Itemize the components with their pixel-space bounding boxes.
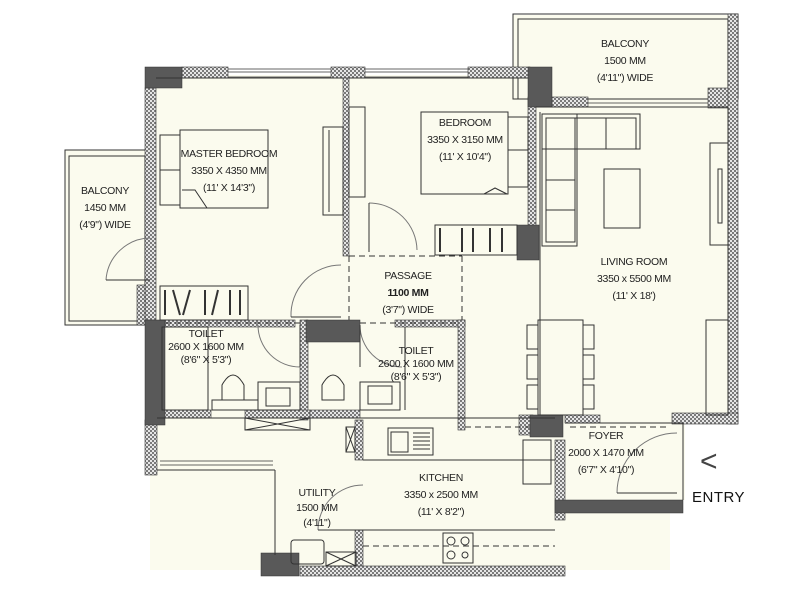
room-name: FOYER (588, 430, 624, 442)
kitchen-fixtures (290, 426, 552, 567)
room-imperial: (4'11") WIDE (596, 72, 654, 84)
room-imperial: (11' X 10'4") (438, 151, 492, 163)
room-size: 3350 x 2500 MM (403, 489, 479, 501)
room-label-balcony-left: BALCONY 1450 MM (4'9") WIDE (79, 183, 131, 234)
room-name: LIVING ROOM (600, 256, 668, 268)
room-label-kitchen: KITCHEN 3350 x 2500 MM (11' X 8'2") (404, 470, 478, 521)
entry-arrow-icon: < (700, 445, 718, 478)
door-swings (105, 202, 678, 531)
room-label-toilet-right: TOILET 2600 X 1600 MM (8'6" X 5'3") (378, 345, 454, 384)
room-imperial: (4'9") WIDE (79, 219, 131, 231)
room-name: KITCHEN (418, 472, 463, 484)
bedroom-bed (348, 106, 529, 256)
room-label-balcony-top: BALCONY 1500 MM (4'11") WIDE (596, 36, 654, 87)
room-name: TOILET (398, 345, 434, 357)
room-imperial: (11' X 14'3") (202, 182, 256, 194)
room-imperial: (4'11") (303, 517, 331, 529)
room-name: PASSAGE (384, 270, 432, 282)
room-name: BALCONY (600, 38, 650, 50)
room-imperial: (8'6" X 5'3") (180, 354, 232, 366)
room-size: 1450 MM (84, 202, 126, 214)
room-label-master-bedroom: MASTER BEDROOM 3350 X 4350 MM (11' X 14'… (181, 146, 278, 197)
living-furniture (526, 113, 729, 416)
room-size: 3350 x 5500 MM (596, 273, 672, 285)
room-name: BALCONY (80, 185, 130, 197)
room-size: 2600 X 1600 MM (168, 341, 244, 353)
toilet-fixtures (161, 326, 401, 431)
room-imperial: (6'7" X 4'10") (577, 464, 635, 476)
room-size: 3350 X 4350 MM (191, 165, 267, 177)
room-name: BEDROOM (438, 117, 492, 129)
room-size: 2600 X 1600 MM (378, 358, 454, 370)
room-label-foyer: FOYER 2000 X 1470 MM (6'7" X 4'10") (568, 428, 644, 479)
room-label-living-room: LIVING ROOM 3350 x 5500 MM (11' X 18') (597, 254, 671, 305)
columns (144, 66, 684, 577)
room-name: MASTER BEDROOM (180, 148, 278, 160)
room-size: 1500 MM (604, 55, 646, 67)
room-size: 1100 MM (387, 287, 429, 299)
passage-dashes (165, 255, 670, 547)
room-label-passage: PASSAGE 1100 MM (3'7") WIDE (382, 268, 434, 319)
room-name: TOILET (188, 328, 224, 340)
room-imperial: (11' X 18') (612, 290, 656, 302)
room-imperial: (11' X 8'2") (417, 506, 465, 518)
room-imperial: (3'7") WIDE (382, 304, 434, 316)
bedroom-wardrobe-hangers (439, 228, 503, 252)
master-wardrobe-hangers (164, 289, 241, 316)
room-imperial: (8'6" X 5'3") (390, 371, 442, 383)
floor-areas (65, 15, 738, 570)
room-size: 2000 X 1470 MM (568, 447, 644, 459)
master-bed (159, 126, 344, 321)
room-label-toilet-left: TOILET 2600 X 1600 MM (8'6" X 5'3") (168, 328, 244, 367)
walls (136, 13, 739, 577)
entry-label: ENTRY (692, 489, 746, 506)
room-size: 1500 MM (296, 502, 338, 514)
room-label-bedroom: BEDROOM 3350 X 3150 MM (11' X 10'4") (427, 115, 503, 166)
room-size: 3350 X 3150 MM (427, 134, 503, 146)
room-label-utility: UTILITY 1500 MM (4'11") (296, 486, 338, 531)
room-name: UTILITY (298, 487, 336, 499)
